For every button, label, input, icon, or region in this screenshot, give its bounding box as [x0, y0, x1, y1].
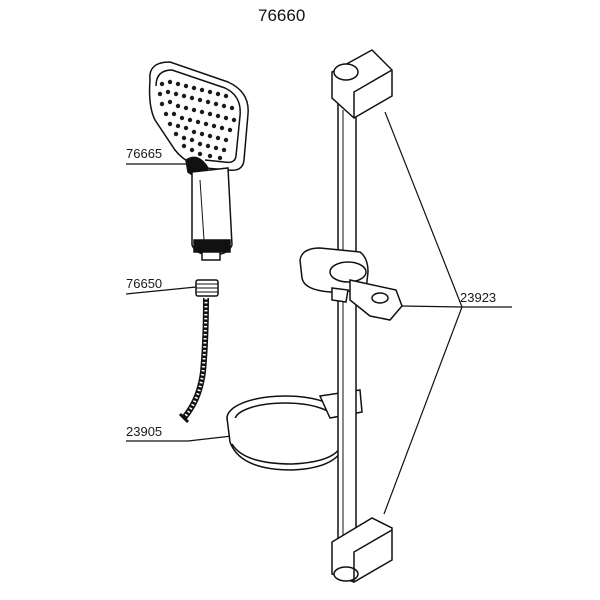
nozzle-dot	[167, 99, 173, 105]
nozzle-dot	[189, 95, 195, 101]
nozzle-dot	[213, 101, 219, 107]
leader-rail-set-bottom	[383, 306, 463, 515]
nozzle-dot	[223, 115, 229, 121]
nozzle-dot	[231, 117, 237, 123]
nozzle-dot	[221, 103, 227, 109]
label-soap-dish: 23905	[126, 424, 163, 439]
bottom-bracket-face	[353, 529, 393, 582]
slider-clip	[299, 247, 403, 321]
nozzle-dot	[189, 147, 195, 153]
leader-hose-connector	[125, 286, 197, 295]
label-rail-set: 23923	[460, 290, 497, 305]
nozzle-dot	[199, 131, 205, 137]
nozzle-dot	[211, 123, 217, 129]
top-bracket-face	[353, 69, 393, 118]
label-hose-connector: 76650	[126, 276, 163, 291]
nozzle-dot	[227, 127, 233, 133]
nozzle-dot	[207, 89, 213, 95]
nozzle-dot	[223, 137, 229, 143]
nozzle-dot	[205, 143, 211, 149]
nozzle-dot	[181, 143, 187, 149]
bottom-bracket	[331, 517, 393, 583]
nozzle-dot	[229, 105, 235, 111]
nozzle-dot	[219, 125, 225, 131]
nozzle-dot	[213, 145, 219, 151]
nozzle-dot	[215, 135, 221, 141]
rail-bar	[337, 84, 357, 571]
nozzle-dot	[191, 85, 197, 91]
nozzle-dot	[205, 99, 211, 105]
nozzle-dot	[199, 109, 205, 115]
nozzle-dot	[181, 135, 187, 141]
shower-head-inner	[155, 69, 241, 164]
nozzle-dot	[173, 91, 179, 97]
soap-dish-bottom	[231, 443, 343, 465]
nozzle-dot	[191, 129, 197, 135]
nozzle-dot	[157, 91, 163, 97]
nozzle-dot	[187, 117, 193, 123]
nozzle-dot	[207, 133, 213, 139]
nozzle-dot	[223, 93, 229, 99]
nozzle-dot	[215, 91, 221, 97]
nozzle-dot	[175, 103, 181, 109]
nozzle-dot	[221, 147, 227, 153]
hose-assembly	[178, 279, 219, 424]
nozzle-dot	[175, 123, 181, 129]
nozzle-dot	[195, 119, 201, 125]
nozzle-dot	[189, 137, 195, 143]
nozzle-dot	[167, 79, 173, 85]
leader-soap-dish	[126, 435, 233, 442]
nozzle-dot	[159, 81, 165, 87]
nozzle-dot	[175, 81, 181, 87]
nozzle-dot	[179, 115, 185, 121]
nozzle-dot	[197, 97, 203, 103]
nozzle-dot	[163, 111, 169, 117]
nozzles	[157, 79, 237, 161]
bottom-cap	[333, 566, 359, 582]
nozzle-dot	[191, 107, 197, 113]
clip-knob	[331, 287, 349, 303]
top-cap	[333, 63, 359, 81]
nozzle-dot	[199, 87, 205, 93]
page-title: 76660	[258, 6, 306, 25]
nozzle-dot	[203, 121, 209, 127]
hand-shower	[148, 61, 249, 261]
slider-ring	[329, 261, 367, 283]
nozzle-dot	[197, 141, 203, 147]
handle-highlight	[199, 179, 205, 241]
nozzle-dot	[207, 153, 213, 159]
handle-collar	[193, 239, 231, 253]
nozzle-dot	[167, 121, 173, 127]
nozzle-dot	[183, 105, 189, 111]
nozzle-dot	[215, 113, 221, 119]
hose-end	[178, 412, 190, 424]
hose	[181, 297, 209, 420]
clip-hole	[371, 292, 389, 304]
label-hand-shower: 76665	[126, 146, 163, 161]
nozzle-dot	[173, 131, 179, 137]
nozzle-dot	[181, 93, 187, 99]
slide-rail	[331, 49, 393, 583]
shower-head-outline	[148, 61, 249, 172]
soap-dish-wall	[226, 417, 346, 471]
leader-rail-set-clip	[401, 305, 463, 308]
leader-lines	[125, 111, 512, 515]
nozzle-dot	[217, 155, 223, 161]
nozzle-dot	[165, 89, 171, 95]
handle-thread	[201, 251, 221, 261]
nozzle-dot	[159, 101, 165, 107]
nozzle-dot	[183, 125, 189, 131]
leader-rail-set-top	[384, 111, 463, 308]
nozzle-dot	[207, 111, 213, 117]
nozzle-dot	[197, 151, 203, 157]
nozzle-dot	[171, 111, 177, 117]
nozzle-dot	[183, 83, 189, 89]
